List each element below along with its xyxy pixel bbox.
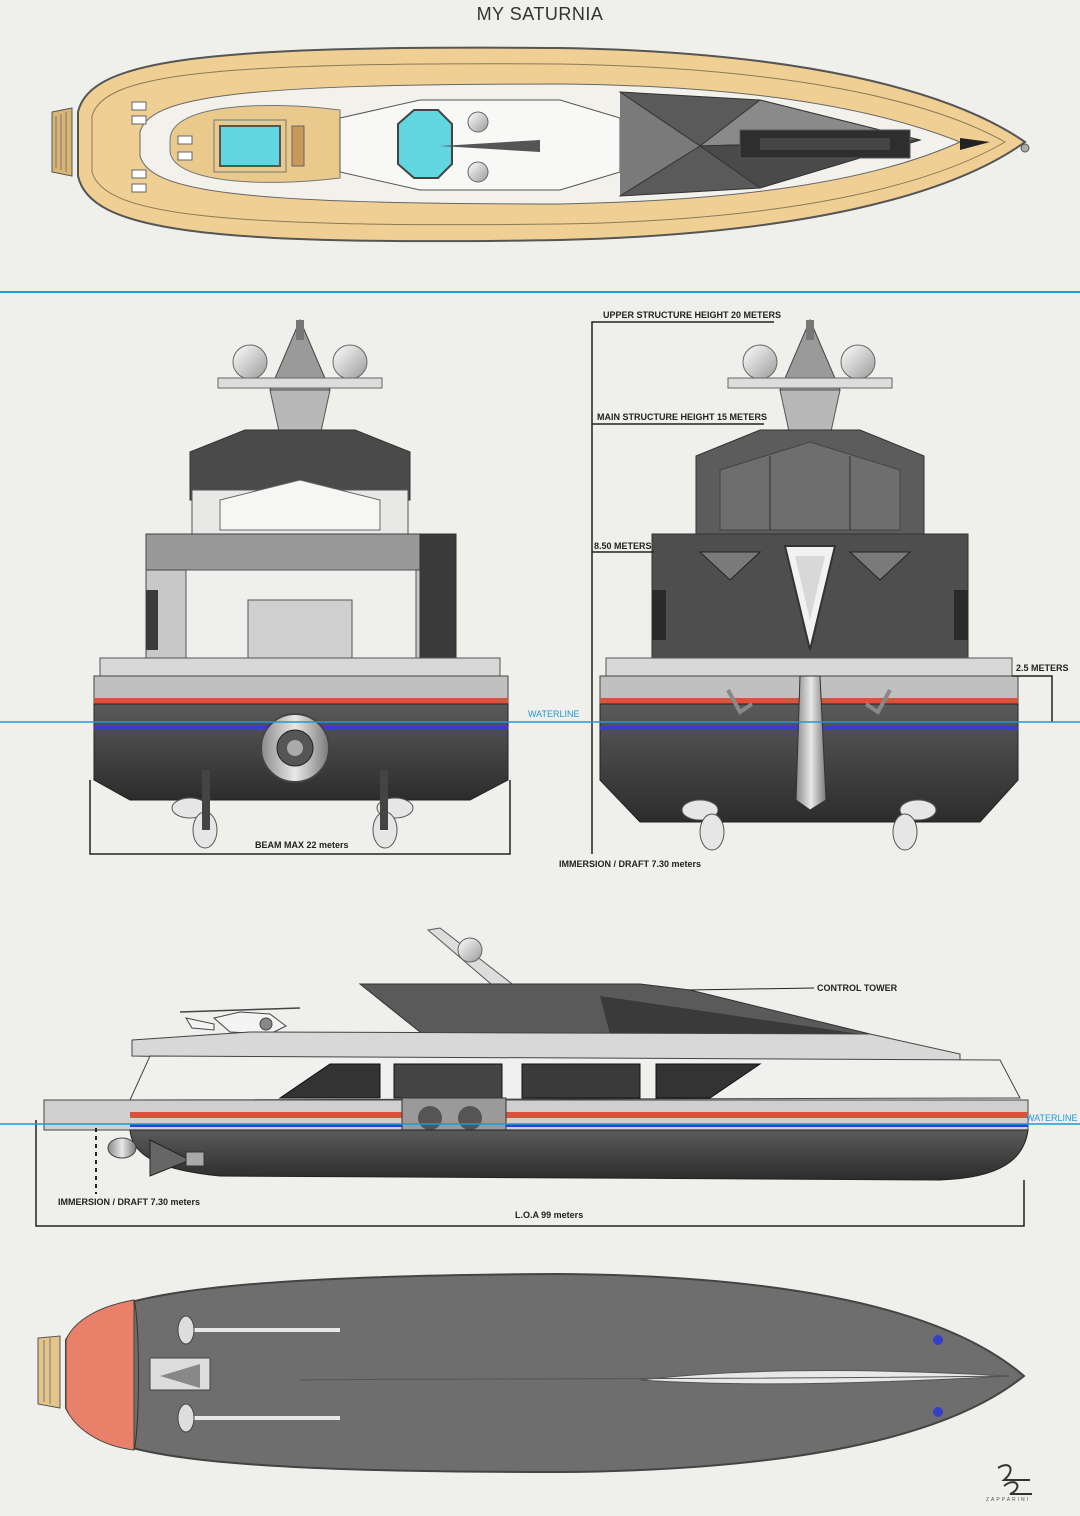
side-draft-label: IMMERSION / DRAFT 7.30 meters [58,1197,201,1207]
stern-elevation-view [89,318,511,855]
beam-label: BEAM MAX 22 meters [255,840,349,850]
brand-wordmark: ZAPPARINI [986,1497,1031,1503]
control-tower-label: CONTROL TOWER [817,983,898,993]
loa-label: L.O.A 99 meters [515,1210,584,1220]
top-deck-plan [51,46,1030,243]
drawing-title: MY SATURNIA [476,4,604,24]
side-waterline-label: WATERLINE [1026,1113,1078,1123]
side-profile-view [35,927,1029,1227]
height-25-label: 2.5 METERS [1016,663,1069,673]
main-structure-label: MAIN STRUCTURE HEIGHT 15 METERS [597,412,768,422]
front-draft-label: IMMERSION / DRAFT 7.30 meters [559,859,702,869]
height-850-label: 8.50 METERS [594,541,652,551]
brand-logo [997,1464,1032,1495]
bottom-hull-plan [37,1272,1026,1474]
upper-structure-label: UPPER STRUCTURE HEIGHT 20 METERS [603,310,782,320]
bow-elevation-view [591,318,1053,854]
front-waterline-label: WATERLINE [528,709,580,719]
